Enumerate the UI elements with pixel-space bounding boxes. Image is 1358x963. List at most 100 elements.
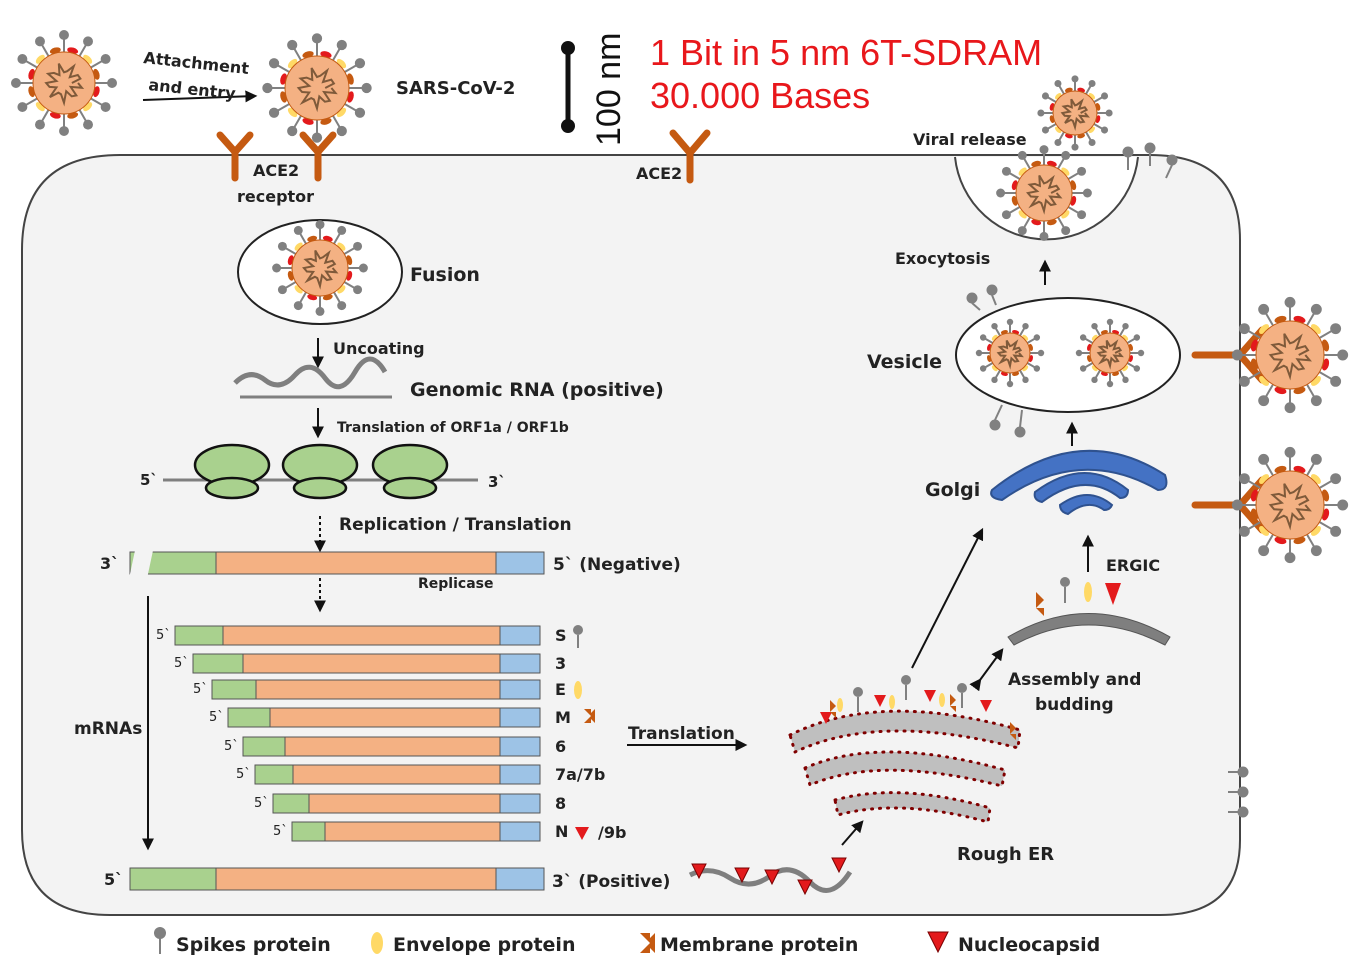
- ace2-receptor-label-2: receptor: [237, 187, 314, 206]
- nucleocapsid-protein-group: [691, 857, 847, 896]
- golgi-label: Golgi: [925, 479, 980, 501]
- genomic-rna-label: Genomic RNA (positive): [410, 379, 664, 401]
- mrna-gene-label: E: [555, 680, 566, 699]
- mrna-bar: 5` N: [273, 821, 568, 842]
- legend-nucleocapsid-label: Nucleocapsid: [958, 934, 1100, 956]
- mrna-5prime-label: 5`: [254, 796, 269, 811]
- virus-particle: [10, 29, 118, 137]
- er-to-golgi-arrow: [911, 527, 984, 669]
- translation-label: Translation: [628, 724, 735, 744]
- legend-envelope-label: Envelope protein: [393, 934, 575, 956]
- assembly-label-1: Assembly and: [1008, 670, 1141, 690]
- ribosome: [371, 443, 449, 500]
- assembly-label-2: budding: [1035, 695, 1114, 715]
- virus-particle: [975, 318, 1045, 388]
- rough-er: [788, 709, 1022, 824]
- virus-particle: [1231, 296, 1349, 414]
- legend: Spikes protein Envelope protein Membrane…: [154, 927, 1100, 956]
- genomic-rna-strand: [233, 356, 388, 390]
- mrna-bar: 5` S: [156, 625, 567, 646]
- envelope-protein-icon: [371, 932, 383, 954]
- ribosome-3prime-label: 3`: [488, 473, 506, 491]
- ribosome: [193, 443, 271, 500]
- membrane-protein-icon: [640, 933, 655, 953]
- spikes-protein-icon: [154, 927, 166, 954]
- virus-particle: [996, 145, 1092, 241]
- attachment-arrow: [142, 90, 258, 103]
- membrane-spikes: [966, 142, 1249, 818]
- scale-bar: 100 nm: [561, 33, 628, 146]
- positive-5prime-label: 5`: [104, 870, 123, 889]
- mrna-gene-label: 8: [555, 794, 566, 813]
- negative-strand-bar: [129, 551, 545, 575]
- strand-break: [127, 540, 156, 588]
- ergic-proteins: [1036, 577, 1121, 616]
- ace2-receptor-1: [216, 131, 254, 182]
- ace2-receptor-label-1: ACE2: [253, 161, 299, 180]
- mrna-5prime-label: 5`: [236, 767, 251, 782]
- annotation-line1: 1 Bit in 5 nm 6T-SDRAM: [650, 32, 1042, 73]
- cell-membrane: [21, 154, 1241, 916]
- rna-to-er-arrow: [841, 820, 864, 846]
- translation-orf-label: Translation of ORF1a / ORF1b: [337, 420, 569, 436]
- ergic-label: ERGIC: [1106, 556, 1160, 575]
- mrna-bar: 5` 3: [174, 653, 566, 674]
- ribosome: [281, 443, 359, 500]
- ace2-receptor-2: [299, 131, 337, 182]
- mrna-bar: 5` 7a/7b: [236, 764, 605, 785]
- replicase-label: Replicase: [418, 576, 493, 592]
- mrna-5prime-label: 5`: [273, 824, 288, 839]
- mrnas-label: mRNAs: [74, 719, 142, 739]
- virus-particle: [1075, 318, 1145, 388]
- mrna-bar: 5` E: [193, 679, 566, 700]
- mrna-5prime-label: 5`: [209, 710, 224, 725]
- mrna-bars: 5` S 5` 3 5` E 5` M 5` 6 5` 7a/7b 5` 8 5` N/9b: [156, 625, 626, 842]
- virus-particle: [262, 33, 372, 143]
- nucleocapsid-icon: [927, 931, 949, 954]
- ace2-label: ACE2: [636, 164, 682, 183]
- mrna-gene-label: 7a/7b: [555, 765, 605, 784]
- virus-particle: [1231, 446, 1349, 564]
- viral-release-label: Viral release: [913, 130, 1027, 149]
- negative-3prime-label: 3`: [100, 554, 119, 573]
- mrna-5prime-label: 5`: [174, 656, 189, 671]
- golgi-apparatus: [990, 449, 1168, 516]
- mrna-bar: 5` 8: [254, 793, 566, 814]
- mrna-5prime-label: 5`: [193, 682, 208, 697]
- ace2-receptor-3: [669, 129, 711, 184]
- mrna-5prime-label: 5`: [156, 628, 171, 643]
- mrna-gene-label: S: [555, 626, 567, 645]
- virus-name-label: SARS-CoV-2: [396, 78, 515, 99]
- strand-break: [67, 856, 97, 904]
- attachment-label-1: Attachment: [143, 48, 251, 78]
- positive-strand-bar: [129, 867, 545, 891]
- gene-protein-icons: /9b: [573, 625, 626, 842]
- mrna-bar: 5` 6: [224, 736, 566, 757]
- mrna-gene-label: 6: [555, 737, 566, 756]
- negative-5prime-label: 5` (Negative): [553, 555, 681, 575]
- legend-spikes-label: Spikes protein: [176, 934, 331, 956]
- mrna-gene-label: 3: [555, 654, 566, 673]
- assembly-double-arrow: [969, 648, 1004, 692]
- replication-label: Replication / Translation: [339, 515, 572, 535]
- mrna-gene-label: /9b: [598, 823, 626, 842]
- positive-3prime-label: 3` (Positive): [552, 872, 670, 892]
- er-surface-proteins: [820, 675, 1016, 740]
- exocytosis-label: Exocytosis: [895, 249, 990, 268]
- mrna-gene-label: M: [555, 708, 571, 727]
- rough-er-label: Rough ER: [957, 844, 1054, 865]
- mrna-bar: 5` M: [209, 707, 571, 728]
- ribosome-5prime-label: 5`: [140, 471, 158, 489]
- annotation-line2: 30.000 Bases: [650, 75, 870, 116]
- ergic-membrane: [1007, 613, 1171, 646]
- mrna-5prime-label: 5`: [224, 739, 239, 754]
- uncoating-label: Uncoating: [333, 339, 425, 358]
- legend-membrane-label: Membrane protein: [660, 934, 858, 956]
- scale-bar-label: 100 nm: [590, 33, 628, 146]
- fusion-label: Fusion: [410, 264, 480, 286]
- virus-particle: [272, 220, 368, 316]
- vesicle-label: Vesicle: [867, 351, 942, 373]
- mrna-gene-label: N: [555, 822, 568, 841]
- virus-particle: [1037, 75, 1113, 151]
